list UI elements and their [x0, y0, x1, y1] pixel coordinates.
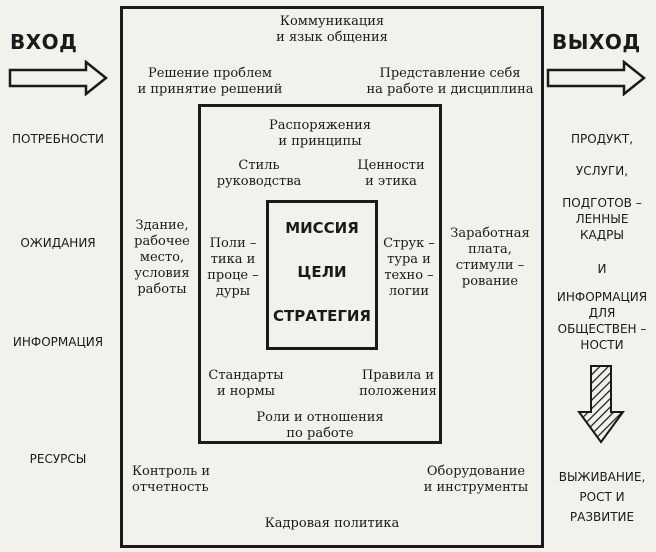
outer-bottom: Кадровая политика — [264, 516, 400, 531]
middle-bl-1: Стандарты — [208, 368, 284, 383]
middle-top-1: Распоряжения — [269, 118, 371, 133]
middle-right-2: тура и — [387, 252, 431, 267]
middle-left-3: проце – — [207, 268, 259, 283]
middle-left-2: тика и — [210, 252, 256, 267]
outer-left-2: рабочее — [134, 234, 190, 249]
outer-br-1: Оборудование — [426, 464, 526, 479]
output-result-3: РАЗВИТИЕ — [569, 510, 635, 524]
middle-top-2: и принципы — [278, 134, 362, 149]
outer-tl-1: Решение проблем — [147, 66, 273, 81]
output-trained-3: КАДРЫ — [580, 228, 624, 242]
output-products: ПРОДУКТ, — [570, 132, 634, 146]
middle-right-3: техно – — [384, 268, 434, 283]
middle-tr-1: Ценности — [357, 158, 425, 173]
output-and: И — [597, 262, 607, 276]
output-result-1: ВЫЖИВАНИЕ, — [558, 470, 646, 484]
input-resources: РЕСУРСЫ — [29, 452, 87, 466]
outer-right-4: рование — [461, 274, 519, 289]
outer-left-3: место, — [139, 250, 185, 265]
middle-left-1: Поли – — [209, 236, 257, 251]
outer-box — [120, 6, 544, 548]
outer-right-1: Заработная — [450, 226, 530, 241]
output-info-3: ОБЩЕСТВЕН – — [557, 322, 647, 336]
outer-bl-1: Контроль и — [132, 464, 211, 479]
core-box: МИССИЯ ЦЕЛИ СТРАТЕГИЯ — [266, 200, 378, 350]
input-heading: ВХОД — [10, 30, 78, 54]
outer-br-2: и инструменты — [423, 480, 529, 495]
middle-br-1: Правила и — [361, 368, 435, 383]
input-needs: ПОТРЕБНОСТИ — [11, 132, 104, 146]
outer-tr-1: Представление себя — [379, 66, 521, 81]
middle-tr-2: и этика — [365, 174, 417, 189]
output-heading: ВЫХОД — [552, 30, 641, 54]
middle-left-4: дуры — [215, 284, 251, 299]
output-services: УСЛУГИ, — [575, 164, 629, 178]
core-strategy: СТРАТЕГИЯ — [273, 307, 371, 325]
output-trained-1: ПОДГОТОВ – — [562, 196, 642, 210]
middle-tl-2: руководства — [216, 174, 302, 189]
output-info-4: НОСТИ — [580, 338, 624, 352]
middle-right-4: логии — [388, 284, 430, 299]
output-arrow-icon — [546, 60, 646, 96]
outer-right-2: плата, — [468, 242, 512, 257]
input-arrow-icon — [8, 60, 108, 96]
output-info-2: ДЛЯ — [588, 306, 616, 320]
core-mission: МИССИЯ — [285, 219, 359, 237]
output-trained-2: ЛЕННЫЕ — [575, 212, 629, 226]
middle-tl-1: Стиль — [238, 158, 280, 173]
middle-bottom-1: Роли и отношения — [256, 410, 384, 425]
outer-left-5: работы — [137, 282, 187, 297]
middle-right-1: Струк – — [383, 236, 435, 251]
input-expectations: ОЖИДАНИЯ — [20, 236, 96, 250]
output-info-1: ИНФОРМАЦИЯ — [556, 290, 648, 304]
core-goals: ЦЕЛИ — [297, 263, 347, 281]
outer-tr-2: на работе и дисциплина — [366, 82, 534, 97]
middle-box — [198, 104, 442, 444]
outer-tl-2: и принятие решений — [137, 82, 283, 97]
middle-br-2: положения — [359, 384, 437, 399]
outer-left-1: Здание, — [135, 218, 189, 233]
outer-top-2: и язык общения — [276, 30, 388, 45]
middle-bl-2: и нормы — [216, 384, 276, 399]
outer-left-4: условия — [134, 266, 190, 281]
outer-top-1: Коммуникация — [279, 14, 385, 29]
middle-bottom-2: по работе — [286, 426, 354, 441]
outer-right-3: стимули – — [455, 258, 525, 273]
down-arrow-icon — [577, 365, 625, 444]
outer-bl-2: отчетность — [132, 480, 209, 495]
input-information: ИНФОРМАЦИЯ — [12, 335, 104, 349]
output-result-2: РОСТ И — [579, 490, 625, 504]
